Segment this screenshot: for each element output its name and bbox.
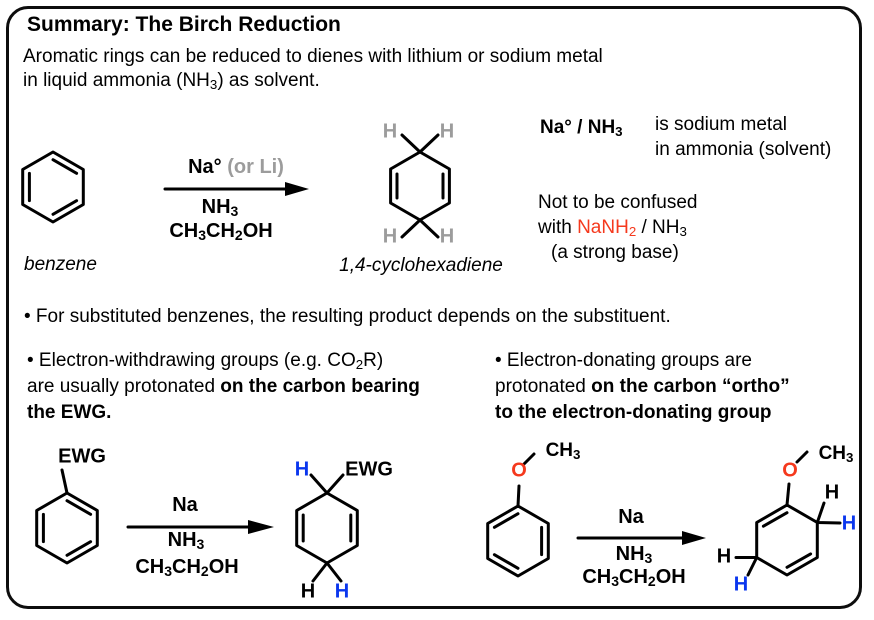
- bullet-edg-line1: • Electron-donating groups are: [495, 350, 752, 371]
- h-atom-black-1: H: [300, 580, 316, 603]
- cyclohexadiene-structure: [389, 133, 451, 239]
- h-atom-gray-3: H: [382, 225, 398, 248]
- note-na-nh3-formula: Na° / NH3: [540, 117, 623, 139]
- bullet-general: • For substituted benzenes, the resultin…: [24, 306, 671, 327]
- reagent-or-li-label: (or Li): [221, 156, 284, 178]
- bullet-ewg-line2-normal: are usually protonated: [27, 376, 221, 397]
- intro-line-2: in liquid ammonia (NH3) as solvent.: [23, 70, 320, 92]
- h-atom-black-3: H: [716, 545, 732, 568]
- h-atom-blue-1: H: [294, 458, 310, 481]
- warning-line2: with NaNH2 / NH3: [538, 215, 698, 240]
- bullet-ewg-line2: are usually protonated on the carbon bea…: [27, 374, 420, 400]
- note-desc-line2: in ammonia (solvent): [655, 139, 832, 160]
- ewg-benzene-structure: [35, 468, 99, 565]
- h-atom-black-2: H: [824, 481, 840, 504]
- methyl-label-reactant: CH3: [545, 440, 581, 462]
- h-atom-gray-4: H: [439, 225, 455, 248]
- reagent-ethanol-2: CH3CH2OH: [135, 556, 239, 580]
- bullet-ewg-line1: • Electron-withdrawing groups (e.g. CO2R…: [27, 350, 384, 372]
- ewg-diene-product-structure: [295, 473, 359, 583]
- benzene-structure: [21, 150, 85, 224]
- bullet-ewg: • Electron-withdrawing groups (e.g. CO2R…: [27, 348, 420, 426]
- reagent-na-3: Na: [618, 506, 644, 528]
- h-atom-blue-2: H: [334, 580, 350, 603]
- page-title: Summary: The Birch Reduction: [27, 13, 341, 36]
- benzene-label: benzene: [24, 254, 97, 275]
- warning-with: with: [538, 217, 578, 238]
- cyclohexadiene-label: 1,4-cyclohexadiene: [339, 255, 503, 276]
- reagent-ethanol-1: CH3CH2OH: [169, 220, 273, 244]
- bullet-edg-line2-bold: on the carbon “ortho”: [591, 376, 790, 397]
- reagent-na-2: Na: [172, 494, 198, 516]
- o-atom-product: O: [782, 459, 798, 482]
- h-atom-gray-1: H: [382, 120, 398, 143]
- reagent-nh3-1: NH3: [201, 196, 239, 220]
- reaction-arrow-2: [126, 520, 274, 534]
- warning-line3: (a strong base): [551, 242, 679, 263]
- reagent-na-or-li: Na° (or Li): [188, 156, 284, 179]
- ewg-label-reactant: EWG: [58, 445, 106, 468]
- h-atom-blue-3: H: [841, 512, 857, 535]
- intro-line-1: Aromatic rings can be reduced to dienes …: [23, 46, 603, 67]
- intro-text: Aromatic rings can be reduced to dienes …: [23, 45, 603, 93]
- methyl-label-product: CH3: [818, 443, 854, 465]
- bullet-edg: • Electron-donating groups are protonate…: [495, 348, 790, 426]
- note-description: is sodium metal in ammonia (solvent): [655, 112, 831, 162]
- reagent-nh3-3: NH3: [615, 543, 653, 567]
- bullet-ewg-line3: the EWG.: [27, 402, 112, 423]
- reaction-arrow-1: [163, 182, 309, 196]
- warning-nanh2: NaNH2: [577, 217, 637, 239]
- warning-line1: Not to be confused: [538, 192, 698, 213]
- bullet-ewg-line2-bold: on the carbon bearing: [220, 376, 420, 397]
- note-desc-line1: is sodium metal: [655, 114, 787, 135]
- warning-nh3: / NH3: [636, 217, 687, 239]
- o-atom-reactant: O: [511, 459, 527, 482]
- reagent-nh3-2: NH3: [167, 529, 205, 553]
- bullet-edg-line2: protonated on the carbon “ortho”: [495, 374, 790, 400]
- reaction-arrow-3: [576, 531, 706, 545]
- h-atom-blue-4: H: [733, 573, 749, 596]
- bullet-edg-line3: to the electron-donating group: [495, 402, 772, 423]
- methoxy-diene-product-structure: [734, 450, 842, 577]
- note-warning: Not to be confused with NaNH2 / NH3 (a s…: [538, 190, 698, 265]
- ewg-label-product: EWG: [345, 458, 393, 481]
- reagent-ethanol-3: CH3CH2OH: [582, 566, 686, 590]
- reagent-na-label: Na°: [188, 156, 222, 178]
- h-atom-gray-2: H: [439, 120, 455, 143]
- border-frame: [6, 6, 862, 609]
- anisole-structure: [486, 452, 550, 578]
- bullet-edg-line2-normal: protonated: [495, 376, 592, 397]
